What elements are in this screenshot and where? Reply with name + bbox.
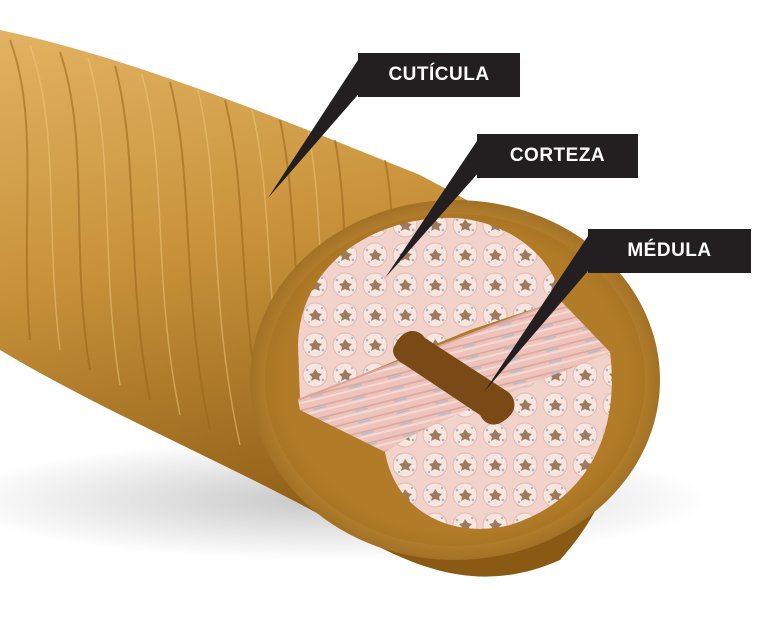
label-cuticula: CUTÍCULA [358,53,520,97]
label-medula: MÉDULA [588,229,751,273]
label-corteza: CORTEZA [477,134,638,178]
medulla [393,330,515,425]
pointer-cuticula [268,60,376,198]
pointer-medula [484,236,606,392]
pointer-corteza [385,141,495,278]
